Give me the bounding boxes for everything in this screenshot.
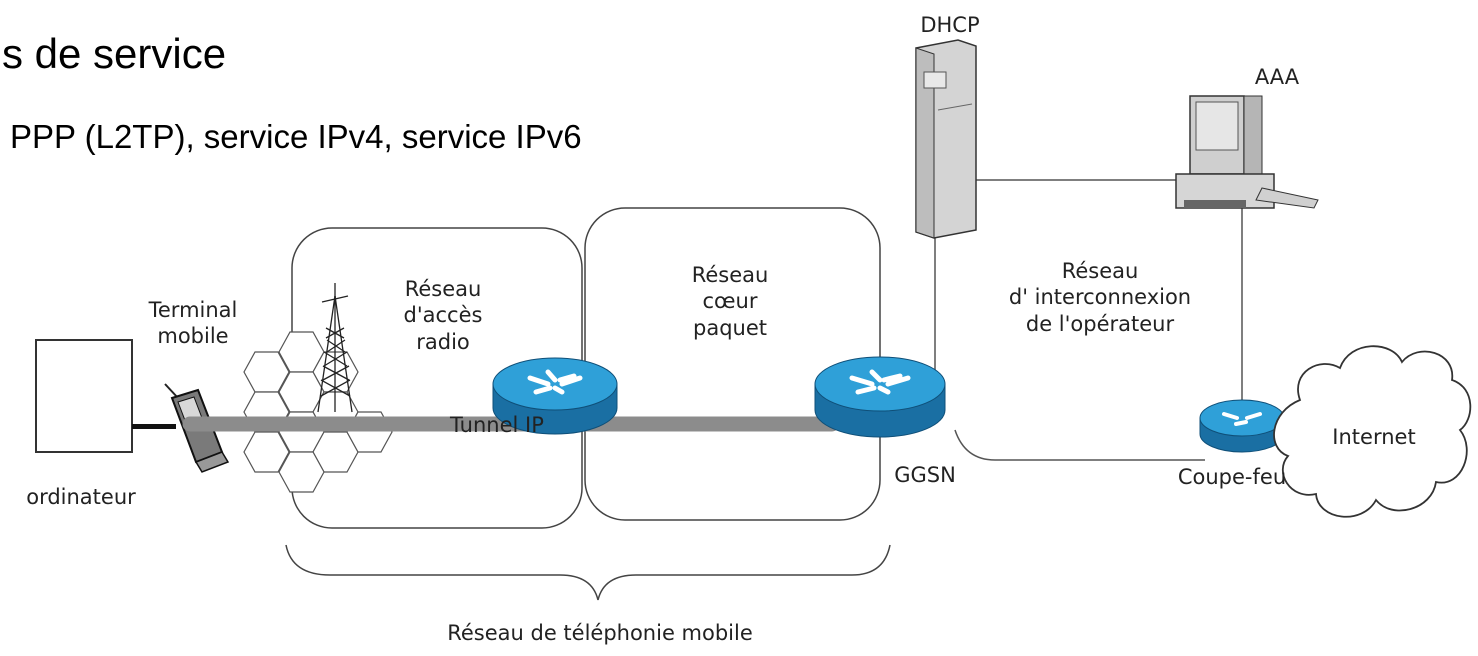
interconnect-label-line1: Réseau [1061,259,1139,283]
mobile-network-brace [285,544,891,601]
core-label-line1: Réseau [691,263,769,287]
computer-label: ordinateur [26,485,136,509]
interconnect-network-label: Réseau d' interconnexion de l'opérateur [990,258,1210,337]
router-icon [814,356,946,438]
router-icon [1199,399,1285,453]
core-label-line2: cœur [702,289,758,314]
antenna-tower-icon [317,283,353,413]
terminal-label-line2: mobile [157,324,229,349]
tunnel-label: Tunnel IP [450,413,544,437]
interconnect-label-line3: de l'opérateur [1025,311,1175,336]
terminal-label: Terminal mobile [128,297,258,350]
computer-icon [35,339,176,453]
internet-label: Internet [1332,425,1416,449]
core-network-label: Réseau cœur paquet [665,262,795,341]
terminal-label-line1: Terminal [148,298,238,322]
mobile-network-label: Réseau de téléphonie mobile [447,621,753,645]
server-icon [915,39,977,239]
router-icon [492,357,618,435]
cloud-icon [1273,345,1472,518]
interconnection-links [934,179,1243,461]
interconnect-label-line2: d' interconnexion [1008,285,1192,310]
slide-subtitle: PPP (L2TP), service IPv4, service IPv6 [10,118,582,155]
radio-access-network-label: Réseau d'accès radio [378,276,508,355]
core-label-line3: paquet [693,315,767,340]
radio-access-label-line3: radio [416,329,470,354]
radio-access-label-line2: d'accès [403,303,483,328]
dhcp-label: DHCP [920,13,980,37]
radio-access-label-line1: Réseau [404,277,482,301]
workstation-icon [1175,95,1319,209]
slide-title: s de service [2,30,227,77]
firewall-label: Coupe-feu [1177,465,1287,489]
ggsn-label: GGSN [894,463,956,487]
aaa-label: AAA [1254,65,1300,89]
